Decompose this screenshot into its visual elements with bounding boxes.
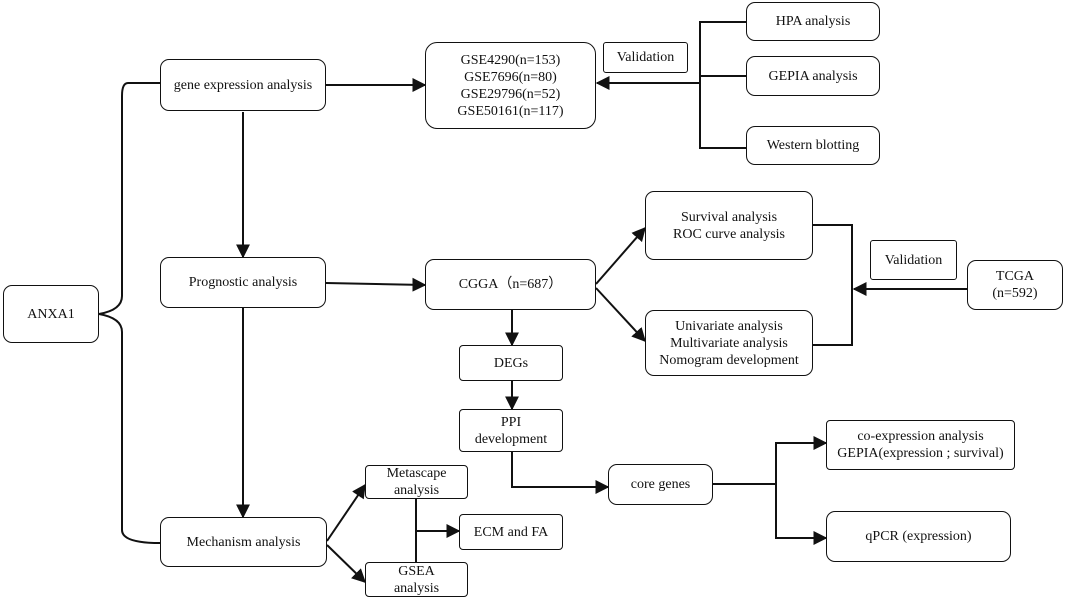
anxa1-brace (98, 82, 161, 544)
ecm-fa-label: ECM and FA (473, 524, 549, 540)
anxa1-node: ANXA1 (3, 285, 99, 343)
tcga-node: TCGA (n=592) (967, 260, 1063, 310)
split-bracket-right (775, 442, 826, 539)
validation-top-node: Validation (603, 42, 688, 73)
prognostic-node: Prognostic analysis (160, 257, 326, 308)
validation-mid-node: Validation (870, 240, 957, 280)
gse-datasets-label: GSE4290(n=153) GSE7696(n=80) GSE29796(n=… (457, 52, 564, 119)
prognostic-label: Prognostic analysis (188, 275, 298, 290)
connector-ppi-to-core (511, 452, 610, 494)
degs-node: DEGs (459, 345, 563, 381)
gene-expression-label: gene expression analysis (173, 77, 313, 93)
arrow-mechanism-to-metascape (326, 483, 366, 542)
validation-top-label: Validation (616, 50, 675, 65)
mechanism-node: Mechanism analysis (160, 517, 327, 567)
anxa1-label: ANXA1 (27, 306, 75, 322)
cgga-node: CGGA（n=687） (425, 259, 596, 310)
mechanism-label: Mechanism analysis (186, 534, 301, 550)
univariate-label: Univariate analysis Multivariate analysi… (659, 318, 799, 368)
metascape-node: Metascape analysis (365, 465, 468, 499)
ppi-node: PPI development (459, 409, 563, 452)
arrow-prognostic-to-cgga (325, 277, 427, 292)
western-blotting-label: Western blotting (766, 138, 860, 153)
gene-expression-node: gene expression analysis (160, 59, 326, 111)
metascape-label: Metascape analysis (386, 466, 447, 498)
gepia-label: GEPIA analysis (768, 68, 858, 84)
tcga-label: TCGA (n=592) (992, 269, 1038, 301)
gsea-node: GSEA analysis (365, 562, 468, 597)
qpcr-node: qPCR (expression) (826, 511, 1011, 562)
core-genes-node: core genes (608, 464, 713, 505)
hpa-node: HPA analysis (746, 2, 880, 41)
survival-roc-node: Survival analysis ROC curve analysis (645, 191, 813, 260)
validation-bracket-mid (813, 224, 853, 346)
ppi-label: PPI development (474, 414, 548, 447)
cgga-label: CGGA（n=687） (458, 277, 563, 292)
western-blotting-node: Western blotting (746, 126, 880, 165)
qpcr-label: qPCR (expression) (865, 529, 972, 544)
ecm-fa-node: ECM and FA (459, 514, 563, 550)
coexpression-node: co-expression analysis GEPIA(expression … (826, 420, 1015, 470)
hpa-label: HPA analysis (775, 14, 851, 29)
univariate-node: Univariate analysis Multivariate analysi… (645, 310, 813, 376)
arrow-mechanism-to-gsea (326, 544, 367, 583)
degs-label: DEGs (493, 355, 529, 371)
validation-bracket-top (699, 21, 746, 149)
survival-roc-label: Survival analysis ROC curve analysis (673, 209, 785, 242)
arrow-cgga-to-univariate (595, 287, 646, 343)
gse-datasets-node: GSE4290(n=153) GSE7696(n=80) GSE29796(n=… (425, 42, 596, 129)
core-genes-label: core genes (630, 477, 691, 492)
gsea-label: GSEA analysis (393, 563, 440, 596)
gepia-node: GEPIA analysis (746, 56, 880, 96)
coexpression-label: co-expression analysis GEPIA(expression … (837, 429, 1004, 461)
arrow-cgga-to-survival (595, 226, 646, 285)
validation-mid-label: Validation (884, 252, 943, 268)
